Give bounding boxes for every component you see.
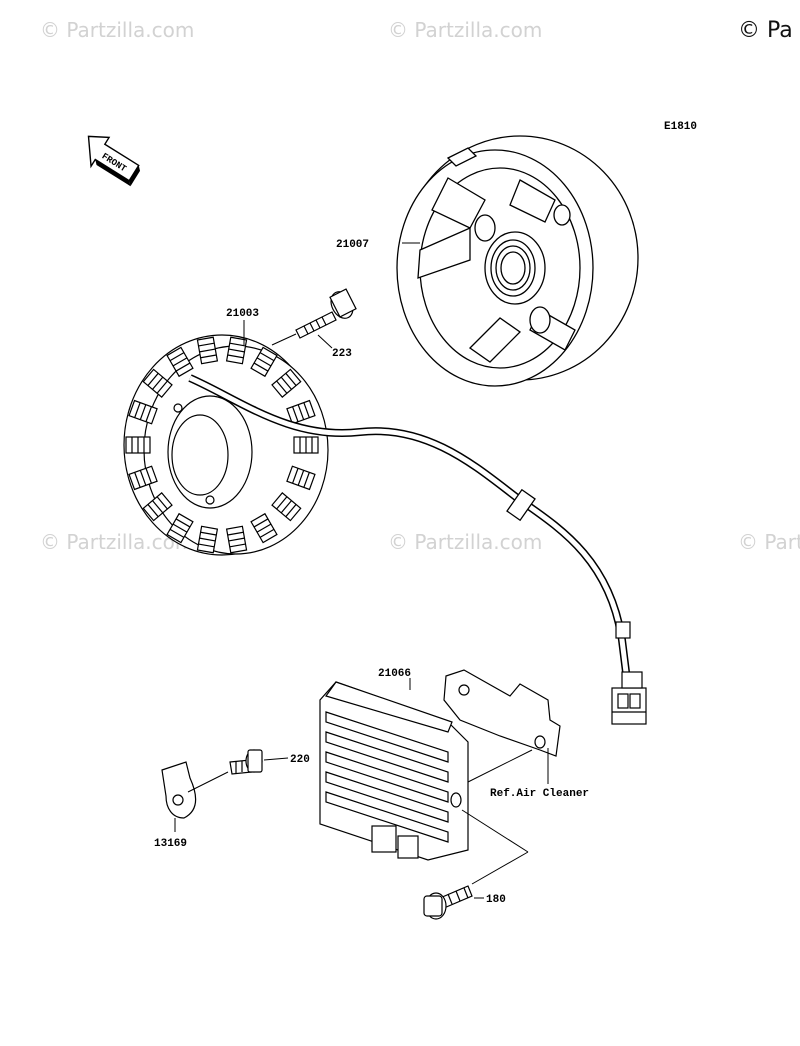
stator-lamination bbox=[199, 537, 216, 542]
stator-lamination bbox=[285, 372, 297, 386]
air-cleaner-bracket bbox=[443, 669, 561, 757]
stator-lamination bbox=[291, 468, 299, 484]
stator-lamination bbox=[291, 406, 299, 422]
stator-lamination bbox=[147, 372, 159, 386]
stator-lamination bbox=[285, 504, 297, 518]
regulator-rectifier bbox=[319, 681, 469, 861]
stator-lamination bbox=[139, 470, 147, 486]
stator-lamination bbox=[156, 496, 168, 510]
stator-lamination bbox=[172, 357, 188, 367]
stator-lamination bbox=[172, 523, 188, 533]
stator-lamination bbox=[259, 528, 275, 538]
stator-lamination bbox=[256, 357, 272, 367]
stator-lamination bbox=[280, 376, 292, 390]
stator-lamination bbox=[227, 354, 244, 359]
stator-lamination bbox=[169, 528, 185, 538]
front-arrow-icon: FRONT bbox=[87, 135, 141, 187]
stator-bolt bbox=[295, 288, 357, 339]
diagram-code: E1810 bbox=[664, 121, 697, 133]
stator-lamination bbox=[200, 354, 217, 359]
stator-lamination bbox=[199, 348, 216, 353]
stator-lamination bbox=[276, 380, 288, 394]
callout-21003: 21003 bbox=[226, 308, 259, 320]
regulator-bolt bbox=[229, 749, 263, 775]
small-bracket bbox=[161, 761, 197, 819]
stator-lamination bbox=[303, 472, 310, 488]
stator-lamination bbox=[152, 500, 164, 514]
stator-lamination bbox=[200, 531, 217, 536]
stator-lamination bbox=[229, 342, 246, 347]
stator-lamination bbox=[276, 496, 288, 510]
stator-lamination bbox=[198, 543, 215, 548]
watermark-mid-center: © Partzilla.com bbox=[388, 530, 543, 554]
stator-lamination bbox=[175, 362, 191, 372]
flywheel-rotor bbox=[396, 135, 639, 387]
watermark-top-left: © Partzilla.com bbox=[40, 18, 195, 42]
watermark-top-center: © Partzilla.com bbox=[388, 18, 543, 42]
callout-ref-air-cleaner: Ref.Air Cleaner bbox=[490, 788, 589, 800]
callout-180: 180 bbox=[486, 894, 506, 906]
harness-connector bbox=[611, 671, 647, 725]
stator-lamination bbox=[280, 500, 292, 514]
stator-lamination bbox=[253, 362, 269, 372]
stator-lamination bbox=[297, 404, 305, 420]
stator-lamination bbox=[156, 380, 168, 394]
stator-lamination bbox=[303, 402, 310, 418]
stator-lamination bbox=[139, 404, 147, 420]
flange-bolt bbox=[423, 885, 473, 920]
stator-lamination bbox=[134, 472, 141, 488]
corner-copyright: © Pa bbox=[738, 18, 793, 43]
stator-lamination bbox=[147, 504, 159, 518]
callout-13169: 13169 bbox=[154, 838, 187, 850]
stator-lamination bbox=[134, 402, 141, 418]
callout-223: 223 bbox=[332, 348, 352, 360]
stator-lamination bbox=[228, 348, 245, 353]
wire-harness bbox=[188, 374, 632, 689]
stator-lamination bbox=[253, 518, 269, 528]
stator-lamination bbox=[227, 531, 244, 536]
stator-lamination bbox=[297, 470, 305, 486]
stator-lamination bbox=[256, 523, 272, 533]
callout-21007: 21007 bbox=[336, 239, 369, 251]
stator-assembly bbox=[123, 334, 329, 556]
stator-lamination bbox=[229, 543, 246, 548]
callout-21066: 21066 bbox=[378, 668, 411, 680]
stator-lamination bbox=[145, 406, 153, 422]
watermark-mid-right: © Partzilla.com bbox=[738, 530, 800, 554]
stator-lamination bbox=[228, 537, 245, 542]
stator-lamination bbox=[152, 376, 164, 390]
stator-lamination bbox=[198, 342, 215, 347]
stator-lamination bbox=[169, 352, 185, 362]
stator-lamination bbox=[259, 352, 275, 362]
stator-lamination bbox=[145, 468, 153, 484]
callout-220: 220 bbox=[290, 754, 310, 766]
stator-lamination bbox=[175, 518, 191, 528]
